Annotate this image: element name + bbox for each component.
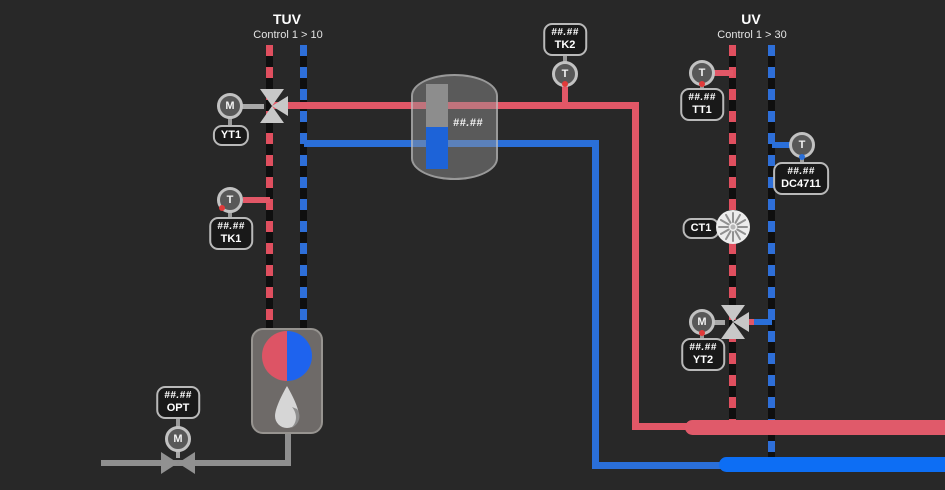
uv-section-subtitle: Control 1 > 30 xyxy=(717,29,787,41)
tk2-label[interactable]: ##.## TK2 xyxy=(543,23,587,57)
storage-tank: ##.## xyxy=(411,74,498,180)
tuv-section-subtitle: Control 1 > 10 xyxy=(253,29,323,41)
dc4711-label-stem xyxy=(800,156,804,165)
yt2-label-stem xyxy=(700,333,704,341)
yt1-label[interactable]: YT1 xyxy=(212,125,250,147)
feed-water-pipe-vertical xyxy=(285,432,291,464)
yt2-status-dot xyxy=(699,330,705,336)
tk1-sensor-connector xyxy=(243,197,270,203)
yt1-actuator-stem xyxy=(242,104,264,109)
tk1-label-stem xyxy=(228,211,232,220)
tt1-sensor-connector xyxy=(712,70,733,76)
tk2-label-stem xyxy=(563,54,567,63)
uv-cold-riser-pipe xyxy=(768,45,775,458)
tuv-section-title: TUV xyxy=(273,11,301,27)
tank-level-fill xyxy=(426,126,448,169)
tank-level-gauge xyxy=(426,84,448,169)
tt1-label-stem xyxy=(700,84,704,91)
opt-actuator-stem xyxy=(176,446,180,458)
tuv-hot-riser-pipe xyxy=(266,45,273,329)
hot-cold-mix-icon xyxy=(262,331,312,381)
tk2-status-dot xyxy=(562,81,568,87)
opt-motor-symbol[interactable]: M xyxy=(165,426,191,452)
yt2-three-way-valve-icon[interactable] xyxy=(714,300,752,344)
yt2-actuator-stem xyxy=(713,320,725,325)
cold-distribution-main-pipe xyxy=(719,457,945,472)
ct1-label[interactable]: CT1 xyxy=(682,218,720,240)
feed-water-pipe-horizontal xyxy=(101,460,291,466)
tank-level-value[interactable]: ##.## xyxy=(453,117,484,129)
tt1-status-dot xyxy=(699,81,705,87)
water-droplet-icon xyxy=(275,386,300,428)
ct1-pump-icon[interactable] xyxy=(715,209,751,245)
yt1-three-way-valve-icon[interactable] xyxy=(253,84,291,128)
opt-two-way-valve-icon[interactable] xyxy=(157,450,199,476)
uv-section-title: UV xyxy=(741,11,761,27)
tuv-cold-riser-pipe xyxy=(300,45,307,329)
cold-main-pipe-vertical xyxy=(592,140,599,469)
tk1-status-dot xyxy=(219,205,225,211)
opt-label[interactable]: ##.## OPT xyxy=(156,386,200,420)
tk2-sensor-connector xyxy=(562,83,568,106)
water-heater xyxy=(251,328,323,434)
hot-distribution-main-pipe xyxy=(685,420,945,435)
cold-main-pipe-bottom xyxy=(592,462,740,469)
yt2-label[interactable]: ##.## YT2 xyxy=(681,338,725,372)
yt1-label-stem xyxy=(228,117,232,128)
yt2-valve-cold-stub xyxy=(754,319,772,325)
opt-label-stem xyxy=(176,419,180,428)
tk1-label[interactable]: ##.## TK1 xyxy=(209,217,253,251)
dc4711-status-dot xyxy=(799,154,805,160)
tt1-label[interactable]: ##.## TT1 xyxy=(680,88,724,122)
hot-main-pipe-vertical xyxy=(632,102,639,430)
dc4711-label[interactable]: ##.## DC4711 xyxy=(773,162,829,196)
dc4711-sensor-connector xyxy=(772,142,793,148)
hot-main-pipe-bottom xyxy=(632,423,700,430)
yt1-motor-symbol[interactable]: M xyxy=(217,93,243,119)
